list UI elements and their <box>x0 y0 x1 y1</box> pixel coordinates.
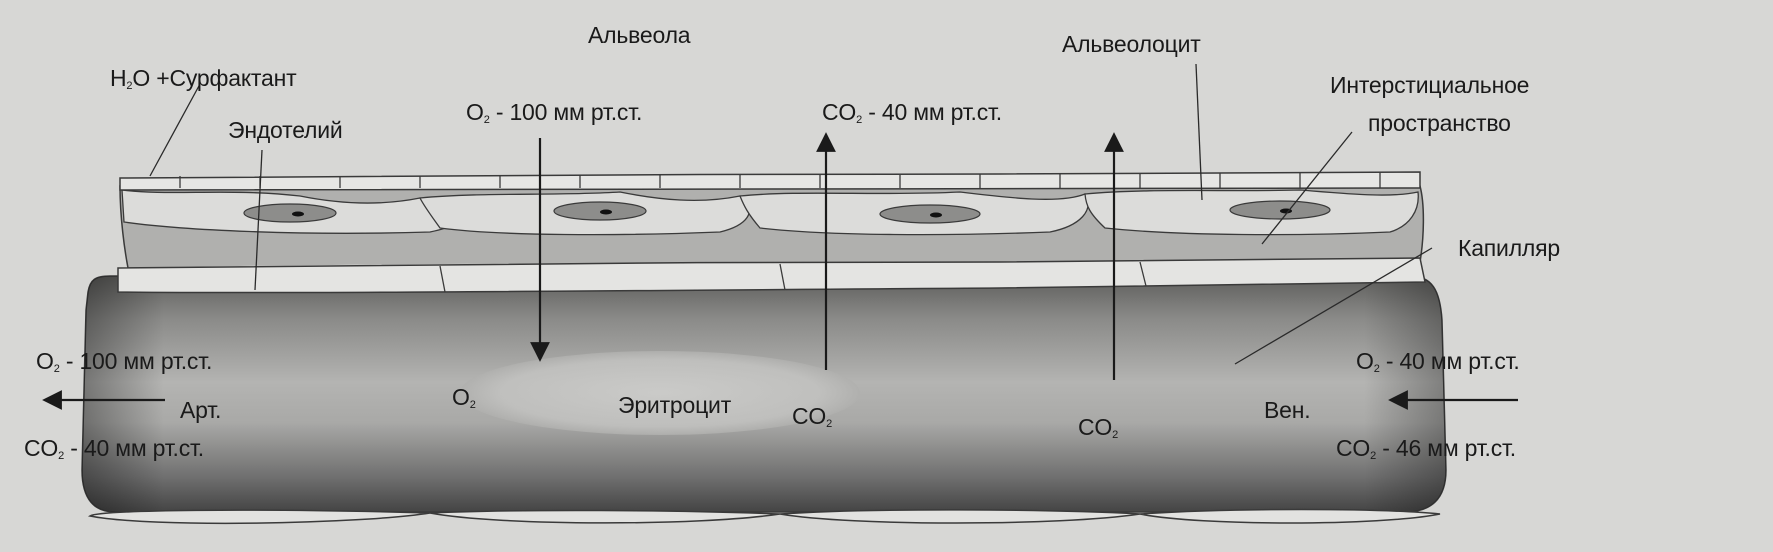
erythrocyte <box>460 351 860 435</box>
label-erythrocyte: Эритроцит <box>618 392 732 418</box>
label-alveolocyte: Альвеолоцит <box>1062 31 1201 57</box>
label-o2-alveola: O2 - 100 мм рт.ст. <box>466 99 643 126</box>
leader-lines <box>149 63 1433 365</box>
label-co2-blood-2: CO2 <box>1078 414 1119 441</box>
label-capillary: Капилляр <box>1458 235 1560 261</box>
label-h2o-surfactant: H2O +Сурфактант <box>110 65 297 92</box>
label-interstitial-1: Интерстициальное <box>1330 72 1530 98</box>
bottom-endothelium <box>87 508 1441 525</box>
alveolar-wall <box>117 171 1426 294</box>
label-co2-alveola: CO2 - 40 мм рт.ст. <box>822 99 1002 126</box>
cell-nuclei <box>243 200 1331 224</box>
label-alveola: Альвеола <box>588 22 691 48</box>
label-o2-art: O2 - 100 мм рт.ст. <box>36 348 213 375</box>
label-co2-ven: CO2 - 46 мм рт.ст. <box>1336 435 1516 462</box>
label-art: Арт. <box>180 397 222 423</box>
label-o2-blood: O2 <box>452 384 476 411</box>
label-o2-ven: O2 - 40 мм рт.ст. <box>1356 348 1520 375</box>
label-co2-art: CO2 - 40 мм рт.ст. <box>24 435 204 462</box>
label-ven: Вен. <box>1264 397 1311 423</box>
label-co2-blood-1: CO2 <box>792 403 833 430</box>
label-endothelium: Эндотелий <box>228 117 343 143</box>
label-interstitial-2: пространство <box>1368 110 1511 136</box>
diffusion-arrows <box>530 132 1124 380</box>
